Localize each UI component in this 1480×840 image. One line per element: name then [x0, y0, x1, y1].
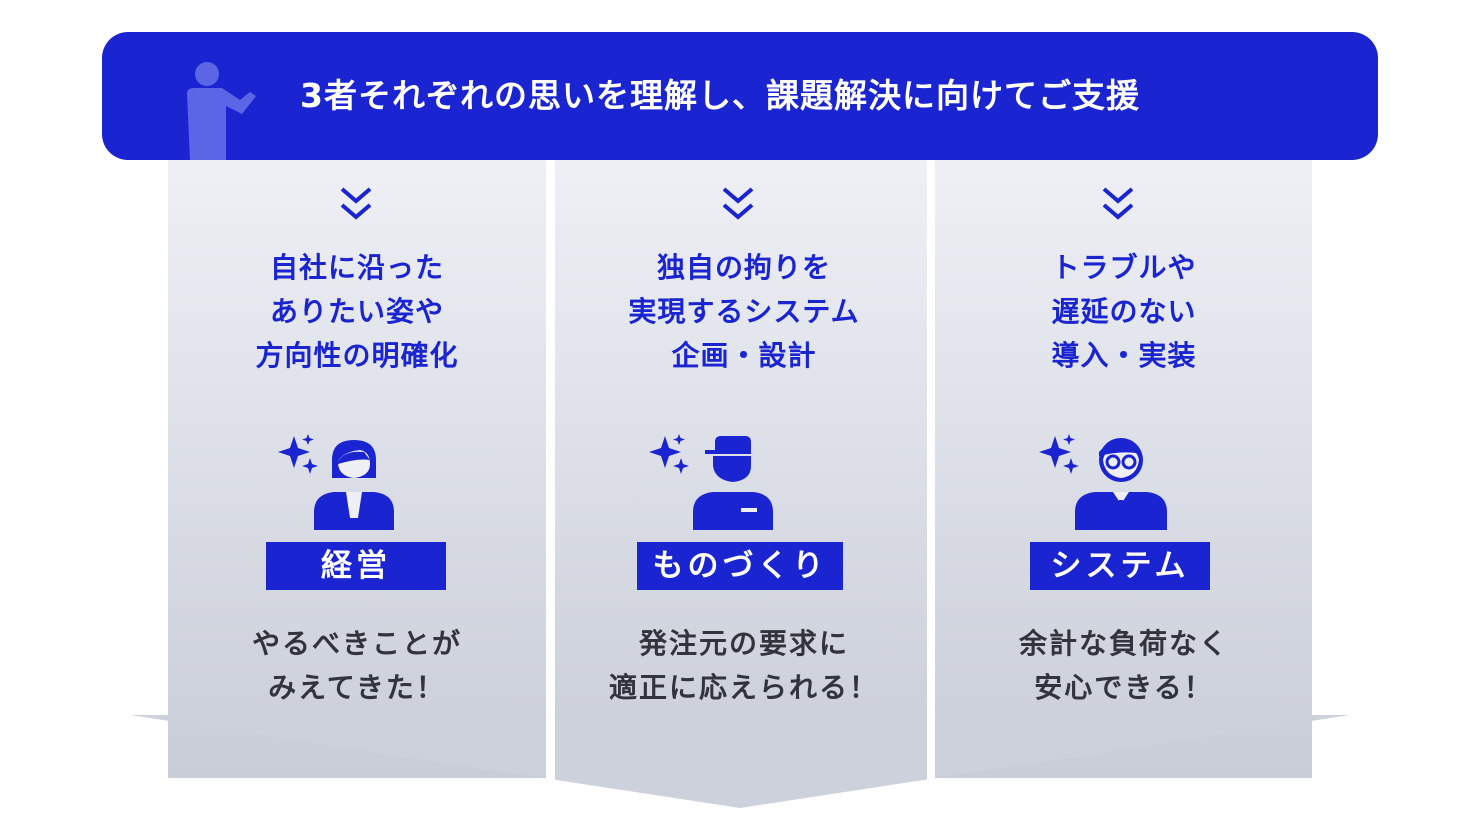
role-label: システム [1030, 542, 1210, 590]
heading-line: ありたい姿や [269, 295, 444, 328]
arrow-head [130, 715, 1350, 808]
column-result: やるべきことが みえてきた！ [168, 622, 546, 710]
heading-line: 実現するシステム [628, 295, 860, 328]
role-label: ものづくり [637, 542, 843, 590]
result-line: みえてきた！ [268, 671, 446, 704]
result-line: やるべきことが [251, 627, 462, 660]
sparkle-icon [1039, 436, 1071, 468]
result-line: 発注元の要求に [638, 627, 849, 660]
column-heading: 自社に沿った ありたい姿や 方向性の明確化 [168, 246, 546, 378]
banner-title: 3者それぞれの思いを理解し、課題解決に向けてご支援 [300, 76, 1140, 115]
sparkle-icon [278, 436, 310, 468]
result-line: 余計な負荷なく [1018, 627, 1229, 660]
header-banner [102, 32, 1378, 160]
heading-line: 自社に沿った [269, 251, 444, 284]
column-heading: 独自の拘りを 実現するシステム 企画・設計 [555, 246, 933, 378]
heading-line: 導入・実装 [1051, 339, 1197, 372]
heading-line: 方向性の明確化 [255, 339, 459, 372]
double-chevron-down-icon [722, 187, 754, 220]
businesswoman-icon [278, 434, 394, 530]
column-heading: トラブルや 遅延のない 導入・実装 [935, 246, 1313, 378]
heading-line: トラブルや [1051, 251, 1197, 284]
column-result: 発注元の要求に 適正に応えられる！ [555, 622, 933, 710]
column-management: 自社に沿った ありたい姿や 方向性の明確化 経営 やるべきことが みえてきた！ [168, 160, 546, 720]
column-system: トラブルや 遅延のない 導入・実装 システム 余計な負荷なく 安心できる！ [935, 160, 1313, 720]
role-label: 経営 [266, 542, 446, 590]
heading-line: 企画・設計 [671, 339, 817, 372]
result-line: 安心できる！ [1034, 671, 1214, 704]
column-result: 余計な負荷なく 安心できる！ [935, 622, 1313, 710]
heading-line: 遅延のない [1051, 295, 1197, 328]
double-chevron-down-icon [340, 187, 372, 220]
heading-line: 独自の拘りを [656, 251, 831, 284]
sparkle-icon [649, 436, 681, 468]
result-line: 適正に応えられる！ [608, 671, 879, 704]
worker-cap-icon [649, 434, 773, 530]
double-chevron-down-icon [1102, 187, 1134, 220]
column-manufacturing: 独自の拘りを 実現するシステム 企画・設計 ものづくり 発注元の要求に 適正に応… [555, 160, 933, 720]
engineer-glasses-icon [1039, 434, 1167, 530]
presenter-icon [187, 62, 256, 160]
